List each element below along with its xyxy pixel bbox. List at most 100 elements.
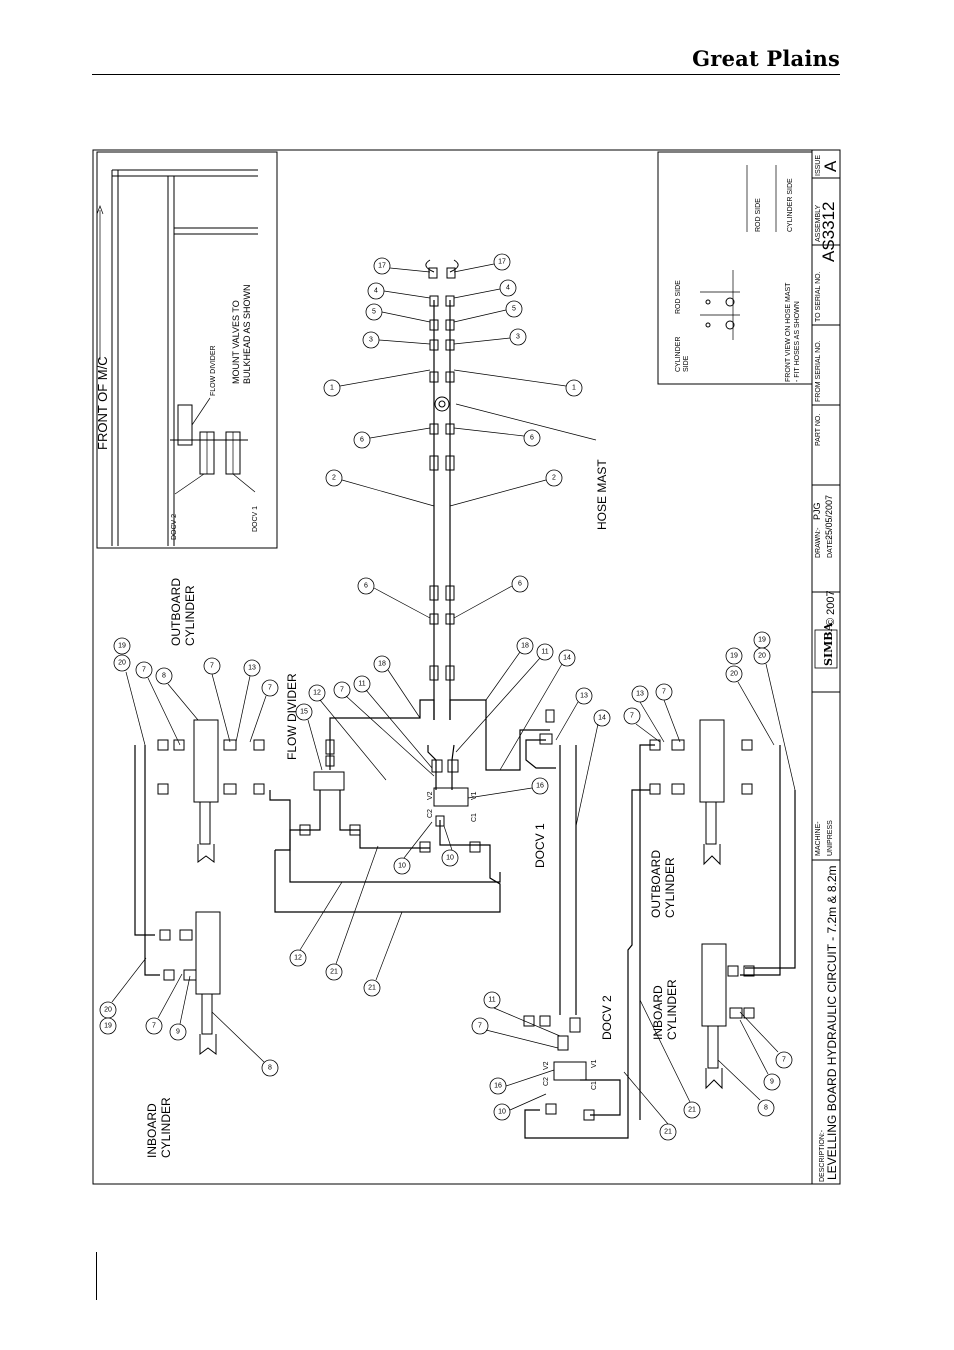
svg-text:6: 6 xyxy=(364,583,368,590)
svg-text:2: 2 xyxy=(332,475,336,482)
right-outboard-cylinder: OUTBOARD CYLINDER xyxy=(649,719,725,918)
svg-text:3: 3 xyxy=(516,334,520,341)
item-balloons: 17 17 4 4 5 5 3 3 1 1 6 6 2 2 6 6 18 18 … xyxy=(99,253,793,1141)
balloon: 5 xyxy=(365,303,383,321)
svg-text:18: 18 xyxy=(378,661,386,668)
machine-value: UNIPRESS xyxy=(827,820,834,856)
balloon: 2 xyxy=(545,469,563,487)
svg-text:8: 8 xyxy=(162,673,166,680)
balloon: 19 xyxy=(725,647,743,665)
svg-text:9: 9 xyxy=(770,1079,774,1086)
left-inboard-cylinder: INBOARD CYLINDER xyxy=(145,911,221,1158)
svg-text:7: 7 xyxy=(662,689,666,696)
issue-value: A xyxy=(821,160,840,172)
svg-text:7: 7 xyxy=(630,713,634,720)
mast-rod-side: ROD SIDE xyxy=(675,280,682,314)
to-serial-label: TO SERIAL NO. xyxy=(815,271,822,322)
date-label: DATE:- xyxy=(827,535,834,558)
cylinder-fittings xyxy=(157,709,755,1121)
mount-valves-line2: BULKHEAD AS SHOWN xyxy=(242,284,252,384)
svg-text:12: 12 xyxy=(313,690,321,697)
svg-text:6: 6 xyxy=(530,435,534,442)
svg-text:6: 6 xyxy=(518,581,522,588)
docv2-label: DOCV 2 xyxy=(600,995,614,1040)
svg-text:19: 19 xyxy=(730,653,738,660)
hose-mast: HOSE MAST xyxy=(425,259,609,720)
svg-text:1: 1 xyxy=(330,385,334,392)
left-outboard-cylinder: OUTBOARD CYLINDER xyxy=(169,578,219,863)
balloon: 12 xyxy=(308,684,326,702)
svg-text:13: 13 xyxy=(248,665,256,672)
mount-valves-line1: MOUNT VALVES TO xyxy=(231,300,241,384)
inset-mast-view: CYLINDER SIDE ROD SIDE FRONT VIEW ON HOS… xyxy=(657,151,813,385)
balloon: 11 xyxy=(353,675,371,693)
right-inboard-label-1: INBOARD xyxy=(651,985,665,1040)
issue-label: ISSUE xyxy=(815,155,822,176)
balloon: 17 xyxy=(373,257,391,275)
svg-text:13: 13 xyxy=(636,691,644,698)
svg-text:7: 7 xyxy=(268,685,272,692)
balloon: 7 xyxy=(261,679,279,697)
left-outboard-label-1: OUTBOARD xyxy=(169,578,183,646)
balloon: 20 xyxy=(753,647,771,665)
svg-text:14: 14 xyxy=(563,655,571,662)
svg-text:11: 11 xyxy=(488,997,495,1004)
balloon: 9 xyxy=(169,1023,187,1041)
flow-divider-block: FLOW DIVIDER xyxy=(285,673,345,791)
balloon: 1 xyxy=(565,379,583,397)
balloon: 7 xyxy=(333,681,351,699)
machine-label: MACHINE- xyxy=(815,821,822,856)
drawing-frame xyxy=(92,149,841,1185)
svg-text:5: 5 xyxy=(512,306,516,313)
balloon: 6 xyxy=(353,431,371,449)
inset-docv1-label: DOCV 1 xyxy=(252,506,259,532)
balloon: 7 xyxy=(203,657,221,675)
svg-text:6: 6 xyxy=(360,437,364,444)
mast-front-view-2: - FIT HOSES AS SHOWN xyxy=(794,301,801,382)
svg-text:13: 13 xyxy=(580,693,588,700)
svg-text:19: 19 xyxy=(118,643,126,650)
svg-text:21: 21 xyxy=(688,1107,696,1114)
docv2-c1: C1 xyxy=(591,1081,598,1090)
balloon: 20 xyxy=(99,1001,117,1019)
balloon: 8 xyxy=(261,1059,279,1077)
svg-text:18: 18 xyxy=(521,643,529,650)
svg-text:11: 11 xyxy=(358,681,365,688)
balloon: 7 xyxy=(655,683,673,701)
mast-front-view-1: FRONT VIEW ON HOSE MAST xyxy=(785,282,792,382)
balloon: 5 xyxy=(505,300,523,318)
svg-text:9: 9 xyxy=(176,1029,180,1036)
inset-front-view: FRONT OF M/C FLOW DIVIDER MOUNT VALVES T… xyxy=(95,151,278,549)
svg-text:12: 12 xyxy=(294,955,302,962)
assembly-label: ASSEMBLY xyxy=(815,204,822,242)
description-label: DESCRIPTION:- xyxy=(819,1129,826,1182)
balloon: 17 xyxy=(493,253,511,271)
svg-text:16: 16 xyxy=(536,783,544,790)
balloon: 14 xyxy=(558,649,576,667)
balloon: 15 xyxy=(295,703,313,721)
balloon: 7 xyxy=(775,1051,793,1069)
key-cylinder-side: CYLINDER SIDE xyxy=(787,178,794,232)
svg-text:5: 5 xyxy=(372,309,376,316)
svg-text:20: 20 xyxy=(730,671,738,678)
balloon: 9 xyxy=(763,1073,781,1091)
balloon: 8 xyxy=(155,667,173,685)
description-text: LEVELLING BOARD HYDRAULIC CIRCUIT - 7.2m… xyxy=(825,865,839,1180)
mast-fittings xyxy=(429,295,455,681)
front-of-machine-label: FRONT OF M/C xyxy=(95,356,110,450)
balloon: 10 xyxy=(493,1103,511,1121)
date-value: 25/05/2007 xyxy=(824,495,834,540)
svg-text:11: 11 xyxy=(541,649,548,656)
docv1-v2: V2 xyxy=(427,791,434,800)
drawn-value: PJG xyxy=(812,502,822,520)
mast-cylinder-side-1: CYLINDER xyxy=(675,337,682,372)
svg-text:19: 19 xyxy=(104,1023,112,1030)
balloon: 13 xyxy=(631,685,649,703)
balloon: 19 xyxy=(113,637,131,655)
svg-text:16: 16 xyxy=(494,1083,502,1090)
svg-text:4: 4 xyxy=(374,288,378,295)
svg-text:21: 21 xyxy=(330,969,338,976)
svg-text:10: 10 xyxy=(446,855,454,862)
svg-text:7: 7 xyxy=(782,1057,786,1064)
balloon: 21 xyxy=(325,963,343,981)
